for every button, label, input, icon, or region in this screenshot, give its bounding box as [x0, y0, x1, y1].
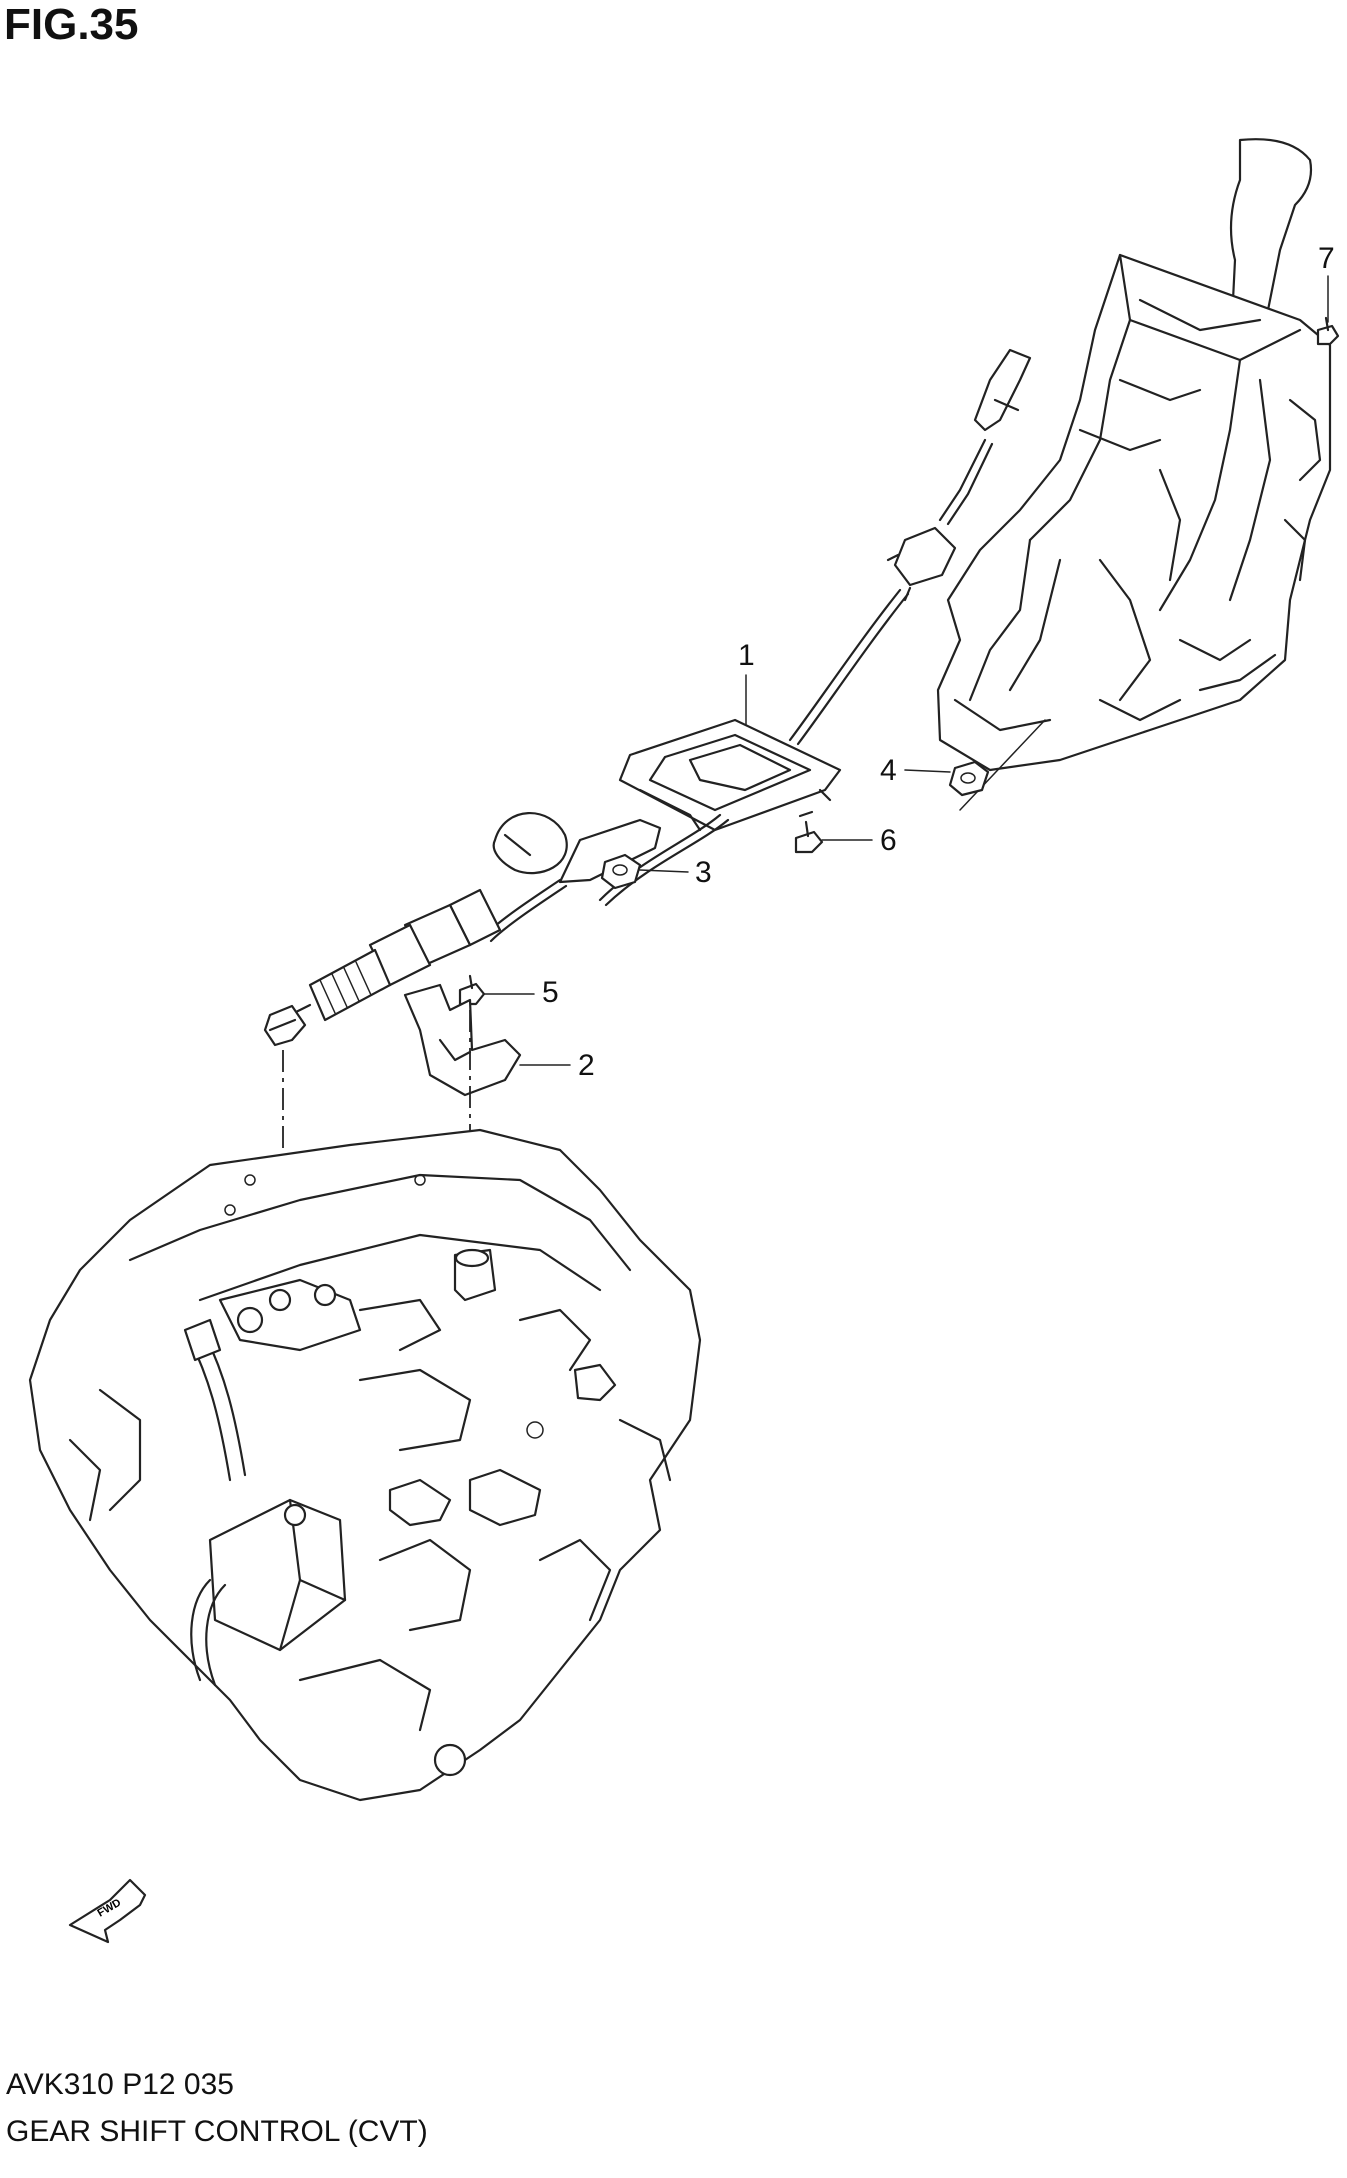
- bolt-part-5[interactable]: [458, 974, 486, 1006]
- forward-direction-arrow: FWD: [68, 1878, 147, 1944]
- callout-3[interactable]: 3: [695, 856, 712, 889]
- bracket-part-2[interactable]: [403, 983, 522, 1097]
- leader-line-4: [904, 769, 951, 773]
- callout-4[interactable]: 4: [880, 754, 897, 787]
- figure-caption: GEAR SHIFT CONTROL (CVT): [6, 2115, 428, 2148]
- callout-6[interactable]: 6: [880, 824, 897, 857]
- leader-line-3: [639, 869, 689, 873]
- shift-cable[interactable]: [263, 348, 1032, 1047]
- bolt-part-7[interactable]: [1316, 316, 1340, 346]
- figure-title: FIG.35: [4, 0, 139, 49]
- transmission-case: [28, 1128, 702, 1802]
- nut-part-4[interactable]: [948, 760, 990, 797]
- bolt-part-6[interactable]: [794, 810, 824, 854]
- callout-2[interactable]: 2: [578, 1049, 595, 1082]
- figure-code: AVK310 P12 035: [6, 2068, 234, 2101]
- shift-lever-assembly[interactable]: [936, 138, 1332, 811]
- callout-5[interactable]: 5: [542, 976, 559, 1009]
- callout-7[interactable]: 7: [1318, 242, 1335, 275]
- nut-part-3[interactable]: [600, 853, 642, 890]
- callout-1[interactable]: 1: [738, 639, 755, 672]
